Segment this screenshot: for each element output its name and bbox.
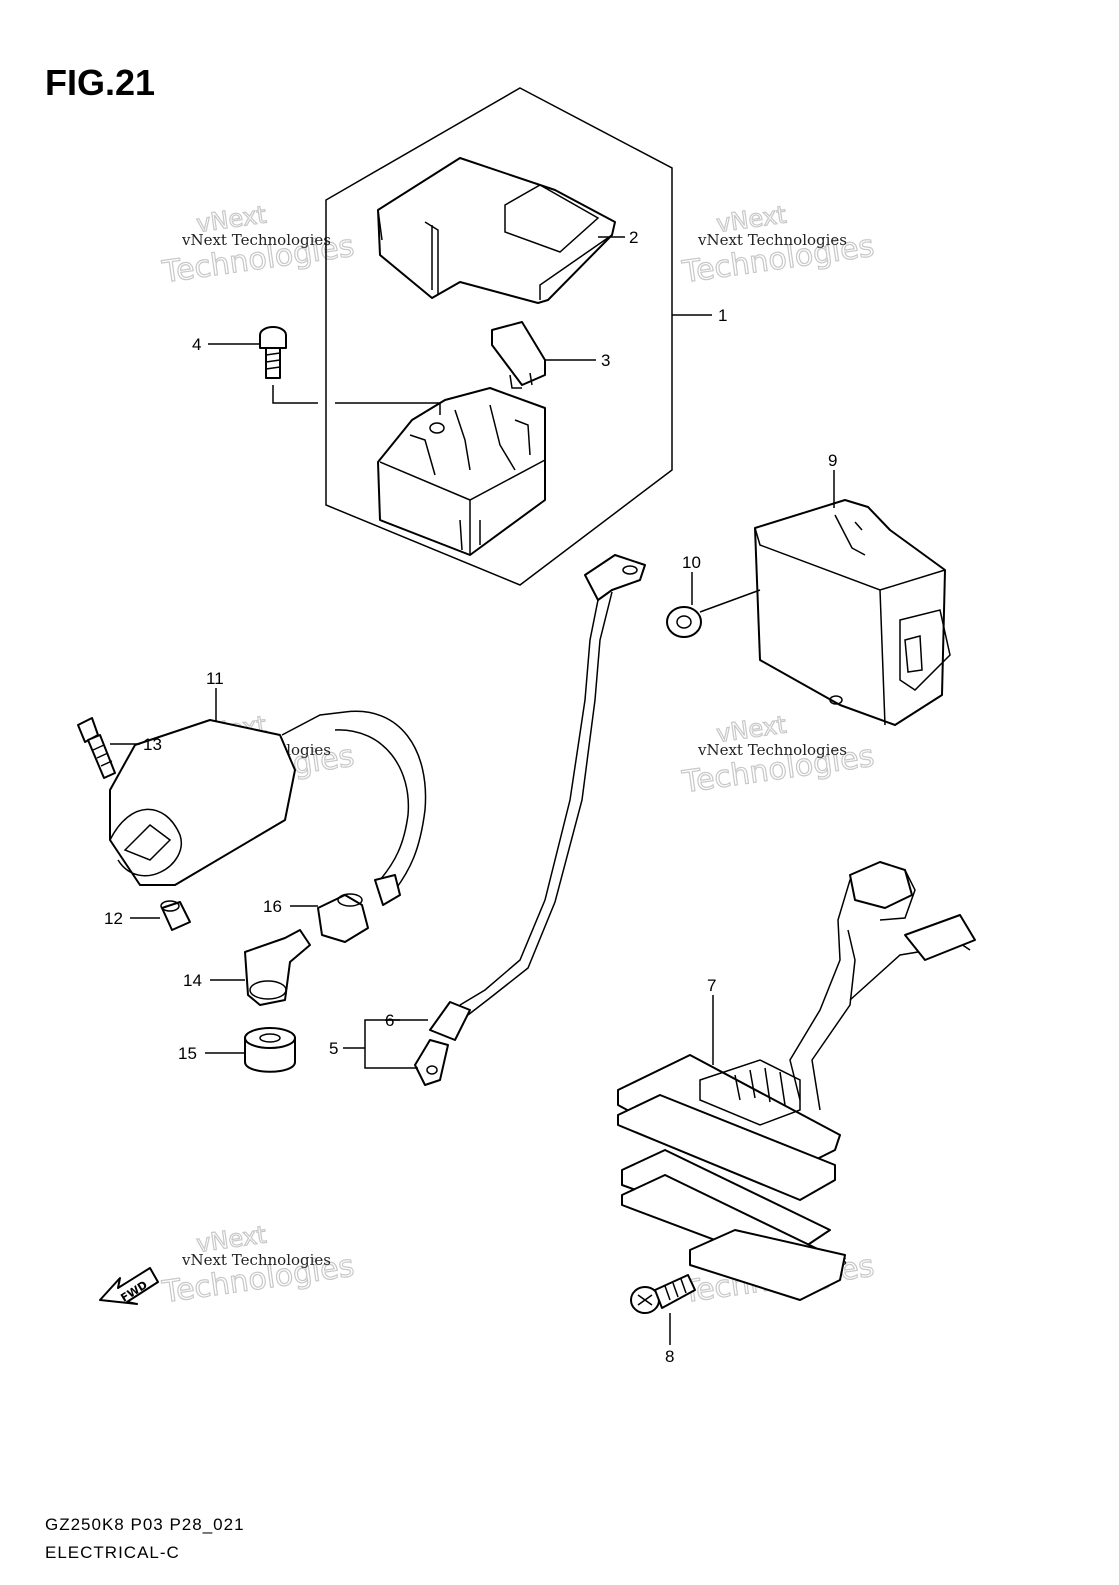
callout-1: 1 <box>718 306 727 325</box>
forward-direction-arrow: FWD <box>99 1267 159 1305</box>
starter-relay-body <box>377 387 546 556</box>
callout-15: 15 <box>178 1044 197 1063</box>
regulator-rectifier <box>617 861 976 1301</box>
callout-5: 5 <box>329 1039 338 1058</box>
collar <box>244 1027 296 1073</box>
nut <box>666 589 761 638</box>
screw <box>259 326 287 379</box>
callout-9: 9 <box>828 451 837 470</box>
watermark-small-text: vNext Technologies <box>181 1251 331 1269</box>
callout-3: 3 <box>601 351 610 370</box>
spark-plug-cap <box>244 929 311 1006</box>
callout-16: 16 <box>263 897 282 916</box>
figure-title: FIG.21 <box>45 62 156 103</box>
fuse <box>491 321 546 389</box>
callout-8: 8 <box>665 1347 674 1366</box>
coil-bolt <box>77 717 116 779</box>
watermark-small-text: vNext Technologies <box>697 231 847 249</box>
callout-12: 12 <box>104 909 123 928</box>
callout-6: 6 <box>385 1011 394 1030</box>
leader-4b <box>272 385 441 415</box>
callout-13: 13 <box>143 735 162 754</box>
cap <box>317 893 369 943</box>
ignition-coil <box>109 710 427 906</box>
assembly-outline <box>325 87 673 586</box>
watermark-small-text: vNext Technologies <box>181 231 331 249</box>
regulator-bolt <box>630 1274 696 1314</box>
watermark-small-text: vNext Technologies <box>697 741 847 759</box>
cdi-unit <box>754 499 951 726</box>
section-name: ELECTRICAL-C <box>45 1543 180 1562</box>
callout-2: 2 <box>629 228 638 247</box>
relay-cover <box>377 157 616 304</box>
callout-10: 10 <box>682 553 701 572</box>
callout-11: 11 <box>206 669 224 688</box>
callout-14: 14 <box>183 971 202 990</box>
callout-7: 7 <box>707 976 716 995</box>
battery-cable <box>414 554 646 1086</box>
rubber-sleeve <box>160 900 191 931</box>
model-code: GZ250K8 P03 P28_021 <box>45 1515 245 1534</box>
callout-4: 4 <box>192 335 201 354</box>
